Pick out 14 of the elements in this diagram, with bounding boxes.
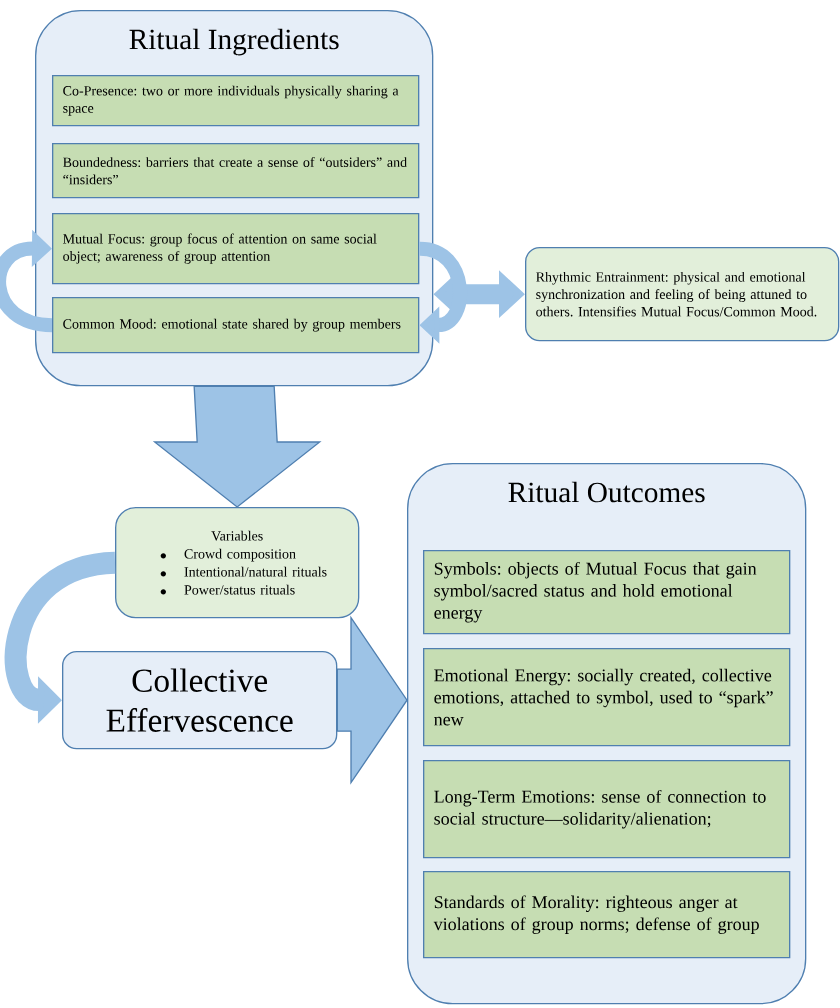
block-arrow [152,385,322,508]
result-box: Collective Effervescence [62,651,338,750]
text-box: Symbols: objects of Mutual Focus that gain symbol/sacred status and hold emotional energy [423,550,791,635]
note-box: Rhythmic Entrainment: physical and emotional synchronization and feeling of being attuned to others. Intensifies Mutual Focus/Common Mood. [525,247,840,342]
text-box: Standards of Morality: righteous anger at violations of group norms; defense of group [423,871,791,959]
block-arrow [336,615,408,785]
text-box: Mutual Focus: group focus of attention on same social object; awareness of group attention [52,213,420,285]
text-box: Co-Presence: two or more individuals physically sharing a space [52,75,420,127]
text-box: Boundedness: barriers that create a sense of “outsiders” and “insiders” [52,143,420,199]
text-box: Long-Term Emotions: sense of connection to social structure—solidarity/alienation; [423,760,791,859]
text-box: Common Mood: emotional state shared by group members [52,297,420,354]
arrow [418,241,467,344]
variables-box: Variables Crowd composition Intentional/natural rituals Power/status rituals [115,507,360,619]
text-box: Emotional Energy: socially created, collective emotions, attached to symbol, used to “spark” new [423,648,791,747]
